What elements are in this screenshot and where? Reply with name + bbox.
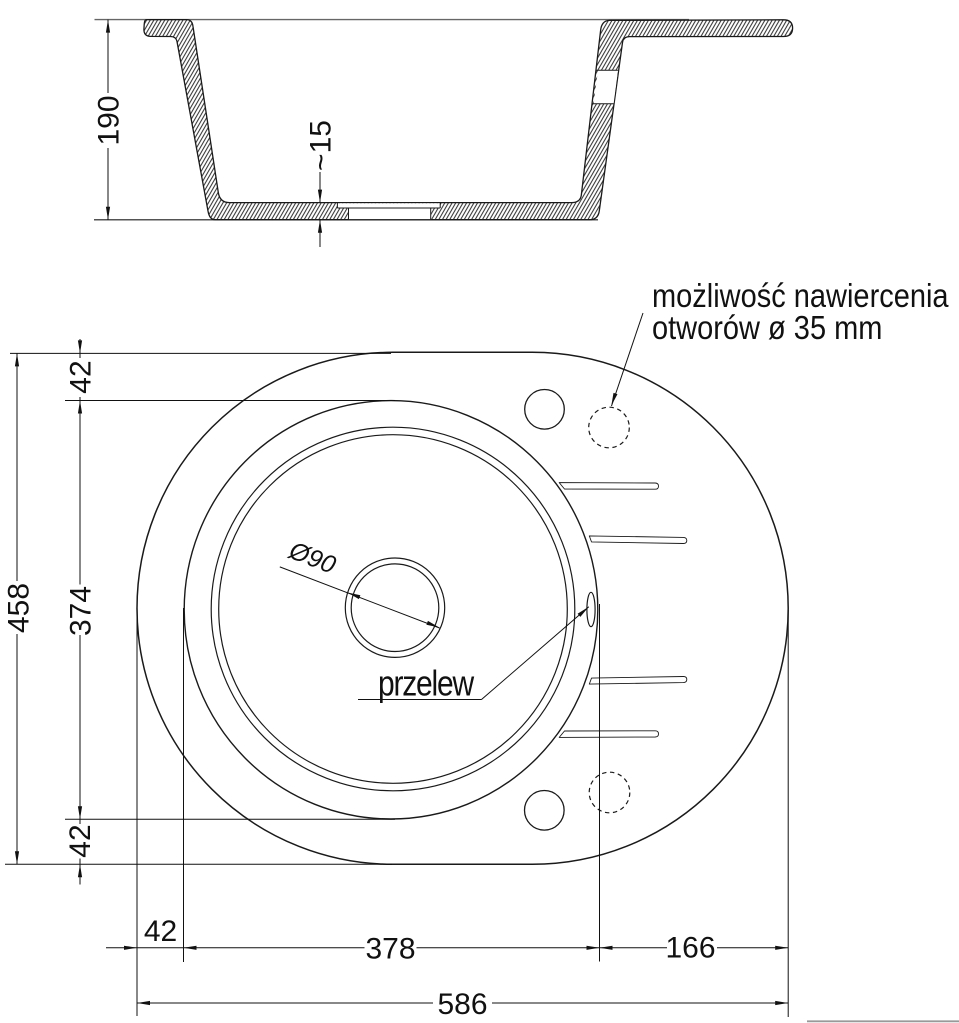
svg-text:Ø90: Ø90 xyxy=(284,536,339,579)
svg-text:~15: ~15 xyxy=(305,120,338,171)
svg-text:otworów ø 35 mm: otworów ø 35 mm xyxy=(652,309,882,346)
svg-text:374: 374 xyxy=(65,586,98,636)
svg-text:42: 42 xyxy=(144,915,177,948)
svg-text:42: 42 xyxy=(65,360,98,393)
svg-text:586: 586 xyxy=(437,988,487,1021)
svg-text:166: 166 xyxy=(665,932,715,965)
svg-text:378: 378 xyxy=(365,933,415,966)
svg-text:przelew: przelew xyxy=(378,664,474,704)
svg-text:możliwość nawiercenia: możliwość nawiercenia xyxy=(652,277,949,314)
svg-text:190: 190 xyxy=(93,95,126,145)
svg-text:42: 42 xyxy=(64,824,97,857)
svg-text:458: 458 xyxy=(3,583,36,633)
